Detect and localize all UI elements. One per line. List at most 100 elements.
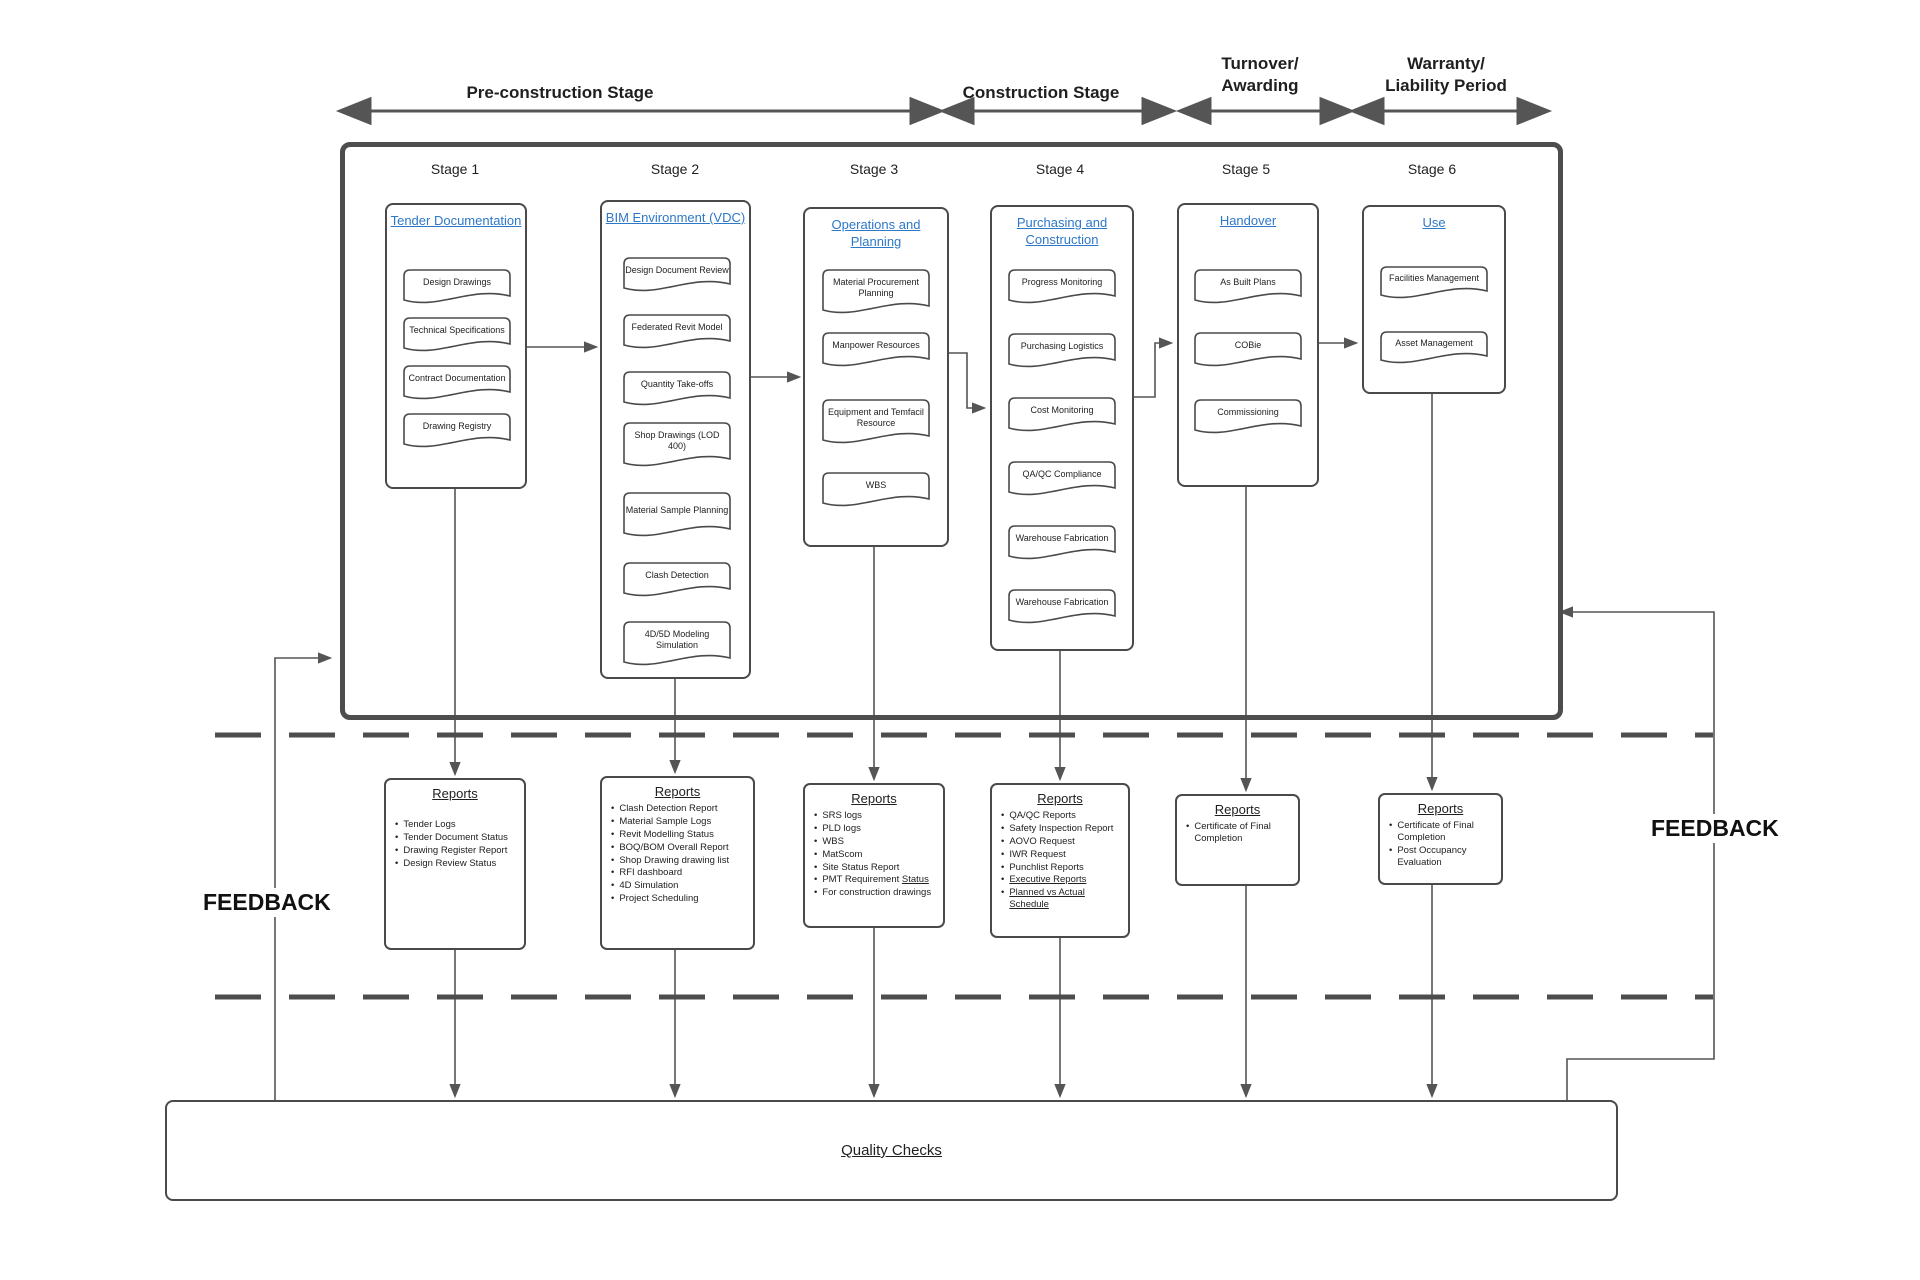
reports-box: Reports •Certificate of Final Completion•…	[1378, 793, 1503, 885]
bullet-icon: •	[1001, 861, 1005, 873]
report-item: •BOQ/BOM Overall Report	[611, 841, 729, 853]
document-outline	[1194, 269, 1302, 304]
document-shape: Technical Specifications	[401, 315, 513, 355]
reports-title: Reports	[1214, 802, 1261, 817]
feedback-loop-arrow	[274, 652, 333, 1100]
reports-title: Reports	[654, 784, 701, 799]
report-item: •AOVO Request	[1001, 835, 1075, 847]
report-item: •Planned vs Actual Schedule	[1001, 887, 1085, 911]
phase-header-label: Construction Stage	[962, 83, 1120, 102]
bullet-icon: •	[1001, 848, 1005, 860]
quality-checks-box: Quality Checks	[165, 1100, 1618, 1201]
document-label: Warehouse Fabrication	[1015, 533, 1109, 544]
document-shape: Progress Monitoring	[1006, 267, 1118, 307]
document-label: Progress Monitoring	[1021, 277, 1103, 288]
reports-box: Reports•QA/QC Reports•Safety Inspection …	[990, 783, 1130, 938]
document-label: 4D/5D Modeling Simulation	[644, 628, 710, 650]
stage-label: Stage 4	[1035, 161, 1085, 177]
document-label: Federated Revit Model	[631, 322, 723, 333]
document-label: WBS	[865, 480, 887, 491]
document-label: Facilities Management	[1388, 273, 1480, 284]
bullet-icon: •	[1001, 887, 1005, 899]
document-outline	[403, 365, 511, 400]
report-item: •Shop Drawing drawing list	[611, 854, 730, 866]
document-outline	[1008, 461, 1116, 496]
bullet-icon: •	[1001, 810, 1005, 821]
document-label: Equipment and Temfacil Resource	[828, 406, 924, 428]
report-item: •Post Occupancy Evaluation	[1389, 844, 1467, 868]
document-shape: COBie	[1192, 330, 1304, 370]
report-item: •SRS logs	[814, 810, 862, 821]
document-label: Material Sample Planning	[625, 505, 729, 516]
document-outline	[1194, 399, 1302, 434]
document-outline	[822, 472, 930, 507]
document-label: Contract Documentation	[408, 373, 506, 384]
document-label: Material Procurement Planning	[832, 276, 920, 298]
report-item: •Safety Inspection Report	[1001, 822, 1114, 834]
document-label: Warehouse Fabrication	[1015, 597, 1109, 608]
stage-title: Purchasing and Construction	[1016, 215, 1108, 247]
stage-label: Stage 1	[430, 161, 480, 177]
feedback-label-left: FEEDBACK	[200, 888, 334, 917]
bullet-icon: •	[611, 815, 615, 827]
document-outline	[623, 257, 731, 292]
document-outline	[403, 269, 511, 304]
report-item: •QA/QC Reports	[1001, 810, 1076, 821]
document-shape: Design Drawings	[401, 267, 513, 307]
phase-header-label: Warranty/ Liability Period	[1385, 54, 1507, 96]
stage-label: Stage 6	[1407, 161, 1457, 177]
stage-label: Stage 2	[650, 161, 700, 177]
report-item: •PMT Requirement Status	[814, 874, 929, 886]
report-item: •Drawing Register Report	[395, 844, 508, 856]
report-item: •MatScom	[814, 848, 863, 860]
report-item: •Tender Logs	[395, 819, 456, 830]
bullet-icon: •	[611, 854, 615, 866]
document-label: COBie	[1234, 340, 1262, 351]
document-outline	[403, 317, 511, 352]
bullet-icon: •	[814, 822, 818, 834]
report-item: •Punchlist Reports	[1001, 861, 1084, 873]
document-outline	[822, 332, 930, 367]
reports-list: •SRS logs•PLD logs•WBS•MatScom•Site Stat…	[812, 810, 936, 899]
stage-box: BIM Environment (VDC)Design Document Rev…	[600, 200, 751, 679]
quality-checks-label: Quality Checks	[841, 1142, 942, 1159]
reports-box: Reports•SRS logs•PLD logs•WBS•MatScom•Si…	[803, 783, 945, 928]
report-item: •Certificate of Final Completion	[1186, 821, 1271, 844]
document-shape: Clash Detection	[621, 560, 733, 600]
document-outline	[623, 314, 731, 349]
reports-list: •QA/QC Reports•Safety Inspection Report•…	[999, 810, 1121, 911]
report-item: •4D Simulation	[611, 880, 679, 892]
document-outline	[623, 422, 731, 467]
reports-box: Reports •Certificate of Final Completion	[1175, 794, 1300, 886]
report-item: •Revit Modelling Status	[611, 828, 714, 840]
document-label: Manpower Resources	[832, 340, 920, 351]
bullet-icon: •	[611, 867, 615, 879]
stage-label: Stage 5	[1221, 161, 1271, 177]
document-shape: Equipment and Temfacil Resource	[820, 397, 932, 447]
bullet-icon: •	[814, 810, 818, 821]
bullet-icon: •	[395, 844, 399, 856]
stage-connector-arrow	[1132, 337, 1174, 398]
bullet-icon: •	[814, 835, 818, 847]
document-outline	[623, 562, 731, 597]
reports-title: Reports	[1417, 801, 1464, 816]
document-outline	[822, 269, 930, 314]
stage-title: Use	[1422, 215, 1446, 230]
document-shape: Manpower Resources	[820, 330, 932, 370]
bullet-icon: •	[814, 874, 818, 886]
reports-list: •Certificate of Final Completion•Post Oc…	[1387, 820, 1494, 869]
document-label: Design Drawings	[422, 277, 492, 288]
document-shape: Federated Revit Model	[621, 312, 733, 352]
reports-list: •Tender Logs•Tender Document Status•Draw…	[393, 819, 517, 870]
bullet-icon: •	[1001, 835, 1005, 847]
bullet-icon: •	[814, 848, 818, 860]
reports-list: •Certificate of Final Completion	[1184, 821, 1291, 845]
bullet-icon: •	[1001, 822, 1005, 834]
document-shape: Contract Documentation	[401, 363, 513, 403]
report-item: •RFI dashboard	[611, 867, 683, 879]
document-outline	[1194, 332, 1302, 367]
